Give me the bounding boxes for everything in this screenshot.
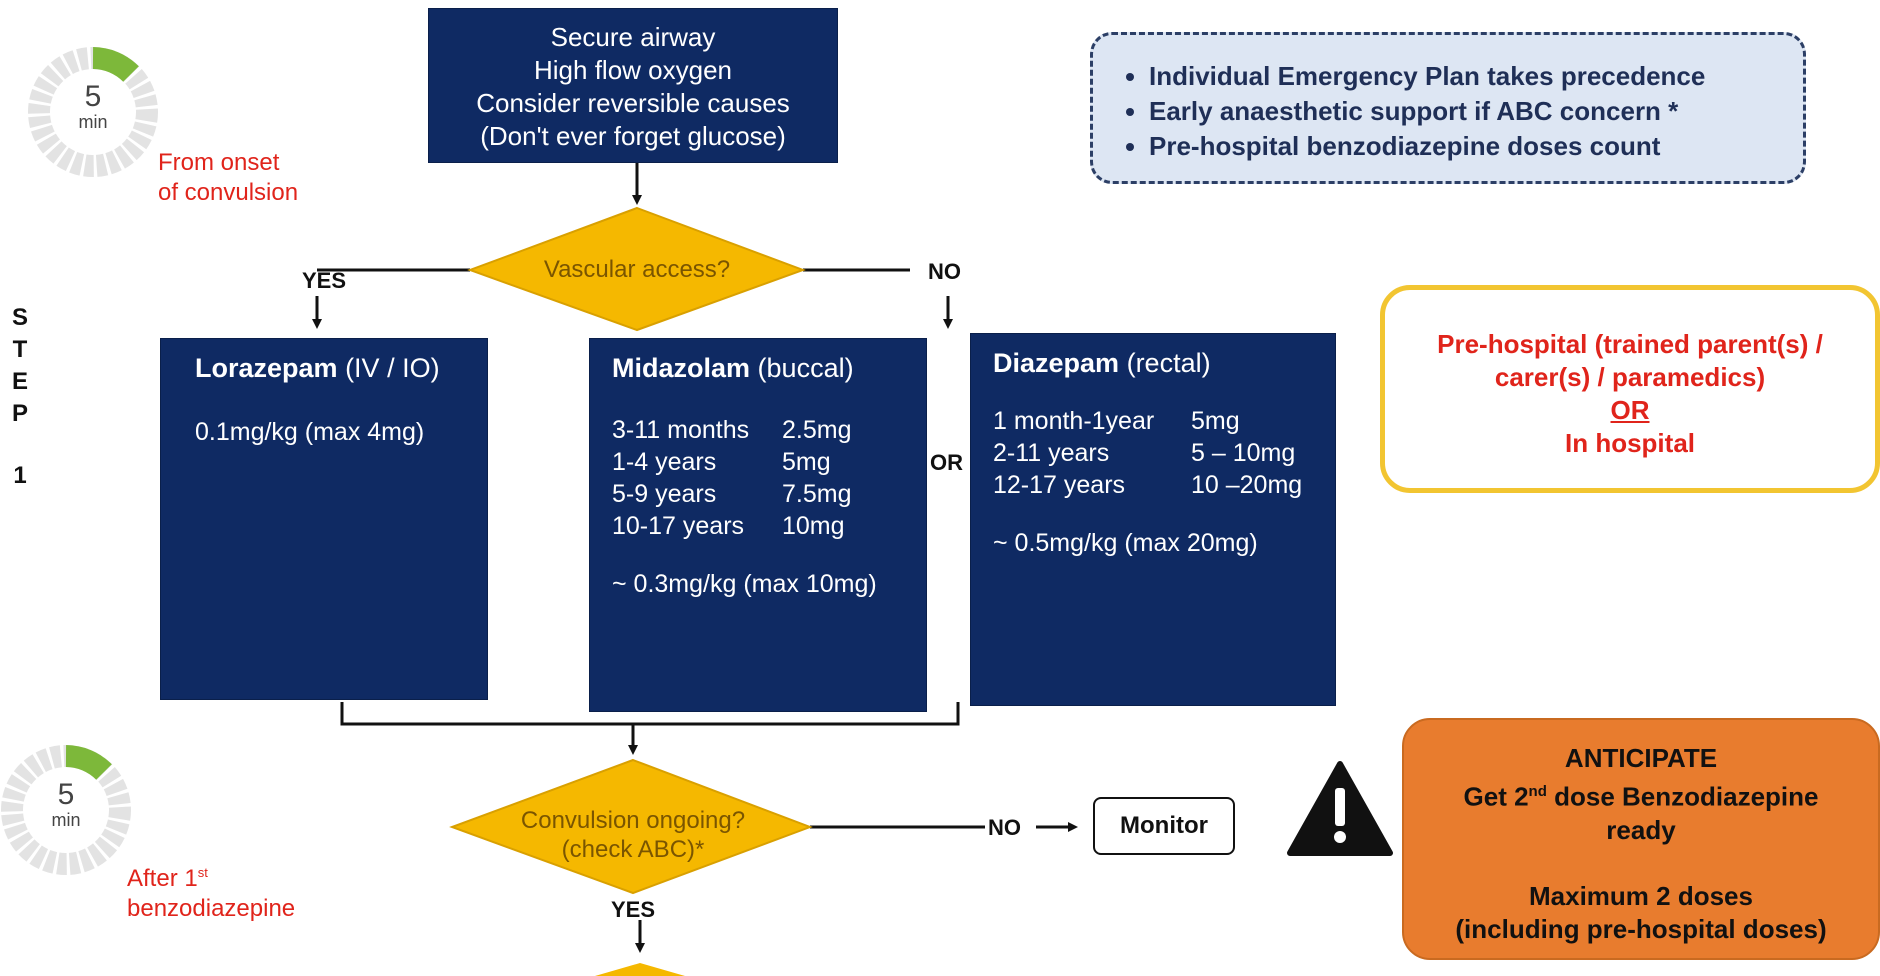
convulsion-ongoing-label: Convulsion ongoing? (check ABC)* [520,807,746,863]
yes-label-vascular: YES [302,268,347,293]
diazepam-name: Diazepam [993,348,1120,378]
no-label-convulsion: NO [988,815,1021,840]
convulsion-ongoing-diamond [449,758,813,895]
setting-box: Pre-hospital (trained parent(s) / carer(… [1380,285,1880,493]
timer-1-number: 5 min [63,82,123,133]
step-label: S T E P 1 [11,304,28,489]
midazolam-name: Midazolam [612,353,751,383]
lorazepam-name: Lorazepam [195,353,338,383]
initial-actions-box: Secure airway High flow oxygen Consider … [428,8,838,163]
lorazepam-dose: 0.1mg/kg (max 4mg) [195,418,425,446]
midazolam-note: ~ 0.3mg/kg (max 10mg) [612,570,877,598]
merge-bracket [340,702,960,726]
timer-icon-1 [28,47,158,177]
yes-label-convulsion: YES [611,897,656,922]
anticipate-title: ANTICIPATE [1564,743,1718,773]
timer-2-caption: After 1st benzodiazepine [127,865,296,922]
vascular-access-label: Vascular access? [543,256,731,283]
next-step-diamond-partial [595,963,685,976]
info-notes-box: Individual Emergency Plan takes preceden… [1090,32,1806,184]
vascular-access-diamond [467,206,806,332]
timer-1-caption: From onset of convulsion [158,149,299,206]
setting-or: OR [1610,395,1650,425]
warning-triangle-icon [1287,761,1393,856]
midazolam-route: (buccal) [757,353,854,383]
no-label-vascular: NO [928,259,961,284]
lorazepam-route: (IV / IO) [345,353,440,383]
timer-1-unit: min [78,112,108,132]
lorazepam-box: Lorazepam (IV / IO) 0.1mg/kg (max 4mg) [160,338,488,700]
diazepam-route: (rectal) [1126,348,1211,378]
or-label: OR [930,450,963,475]
info-bullet: Individual Emergency Plan takes preceden… [1149,59,1783,94]
timer-2-unit: min [51,810,81,830]
monitor-box: Monitor [1093,797,1235,855]
info-bullet: Pre-hospital benzodiazepine doses count [1149,129,1783,164]
diazepam-note: ~ 0.5mg/kg (max 20mg) [993,529,1258,557]
timer-2-number: 5 min [36,780,96,831]
info-bullet: Early anaesthetic support if ABC concern… [1149,94,1783,129]
anticipate-box: ANTICIPATE Get 2nd dose Benzodiazepine r… [1402,718,1880,960]
timer-icon-2 [1,745,131,875]
